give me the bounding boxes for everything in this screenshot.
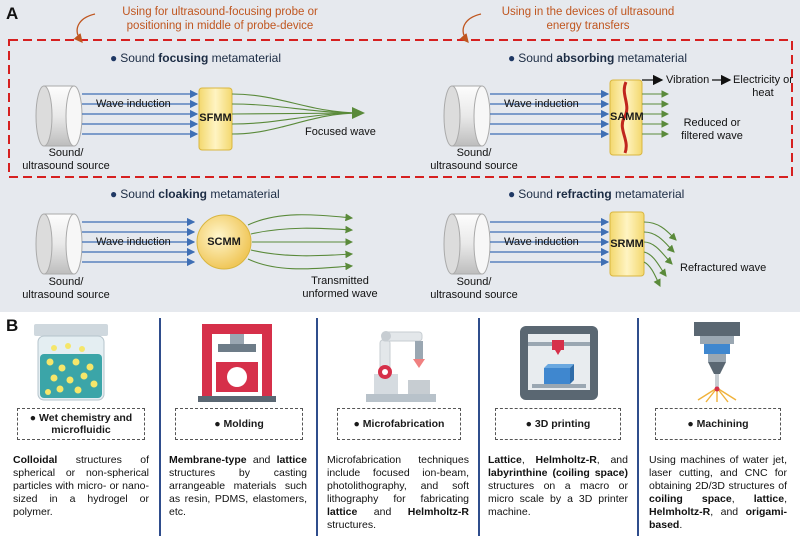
note-arrow-right (459, 13, 482, 43)
column-separator (478, 318, 480, 536)
focusing-source-label: Sound/ ultrasound source (22, 147, 110, 172)
absorbing-diagram (443, 74, 732, 156)
method-tag-microfabrication: ● Microfabrication (337, 408, 461, 440)
cloaking-source-label: Sound/ ultrasound source (22, 276, 110, 301)
method-desc-molding: Membrane-type and lattice structures by … (169, 454, 307, 518)
srmm-label: SRMM (610, 238, 644, 250)
panel-a-letter: A (6, 4, 19, 23)
panel-a-diagram (8, 13, 793, 287)
column-separator (159, 318, 161, 536)
column-separator (316, 318, 318, 536)
samm-label: SAMM (610, 111, 644, 123)
cloaking-wave-label: Wave induction (96, 236, 171, 248)
absorbing-title: ●Sound absorbing metamaterial (508, 51, 688, 65)
focusing-title: ●Sound focusing metamaterial (110, 51, 281, 65)
vibration-label: Vibration (666, 74, 710, 86)
robot-arm-icon (366, 331, 436, 402)
method-desc-microfabrication: Microfabrication techniques include focu… (327, 454, 469, 531)
3d-printer-icon (520, 326, 598, 400)
beaker-icon (34, 324, 108, 401)
method-tag-3d-printing: ● 3D printing (495, 408, 621, 440)
panel-b: B ● Wet chemistry and microfluidic Collo… (0, 314, 800, 539)
method-tag-wet-chemistry: ● Wet chemistry and microfluidic (17, 408, 145, 440)
cnc-spindle-icon (694, 322, 740, 403)
note-arrow-left (73, 13, 96, 43)
refracting-diagram (443, 211, 677, 287)
note-focusing-use: Using for ultrasound-focusing probe or p… (122, 6, 318, 32)
cloaking-diagram (35, 213, 354, 275)
molding-press-icon (198, 324, 276, 402)
transmitted-wave-label: Transmitted unformed wave (302, 275, 378, 300)
panel-a: A Using for ultrasound-focusing probe or… (0, 0, 800, 312)
sfmm-label: SFMM (199, 112, 232, 124)
refracting-wave-label: Wave induction (504, 236, 579, 248)
note-absorbing-use: Using in the devices of ultrasound energ… (501, 6, 675, 32)
panel-b-letter: B (6, 316, 19, 335)
method-tag-molding: ● Molding (175, 408, 303, 440)
column-separator (637, 318, 639, 536)
electricity-heat-label: Electricity or heat (733, 74, 793, 99)
method-tag-machining: ● Machining (655, 408, 781, 440)
refracting-title: ●Sound refracting metamaterial (508, 187, 685, 201)
absorbing-wave-label: Wave induction (504, 98, 579, 110)
focusing-wave-label: Wave induction (96, 98, 171, 110)
absorbing-source-label: Sound/ ultrasound source (430, 147, 518, 172)
focused-wave-label: Focused wave (305, 126, 376, 138)
refracting-source-label: Sound/ ultrasound source (430, 276, 518, 301)
method-desc-machining: Using machines of water jet, laser cutti… (649, 454, 787, 531)
method-desc-wet-chemistry: Colloidal structures of spherical or non… (13, 454, 149, 518)
cloaking-title: ●Sound cloaking metamaterial (110, 187, 280, 201)
highlight-frame (8, 39, 793, 178)
method-desc-3d-printing: Lattice, Helmholtz-R, and labyrinthine (… (488, 454, 628, 518)
scmm-label: SCMM (207, 236, 241, 248)
reduced-wave-label: Reduced or filtered wave (681, 117, 743, 142)
refractured-wave-label: Refractured wave (680, 262, 767, 274)
focusing-diagram (35, 85, 365, 151)
